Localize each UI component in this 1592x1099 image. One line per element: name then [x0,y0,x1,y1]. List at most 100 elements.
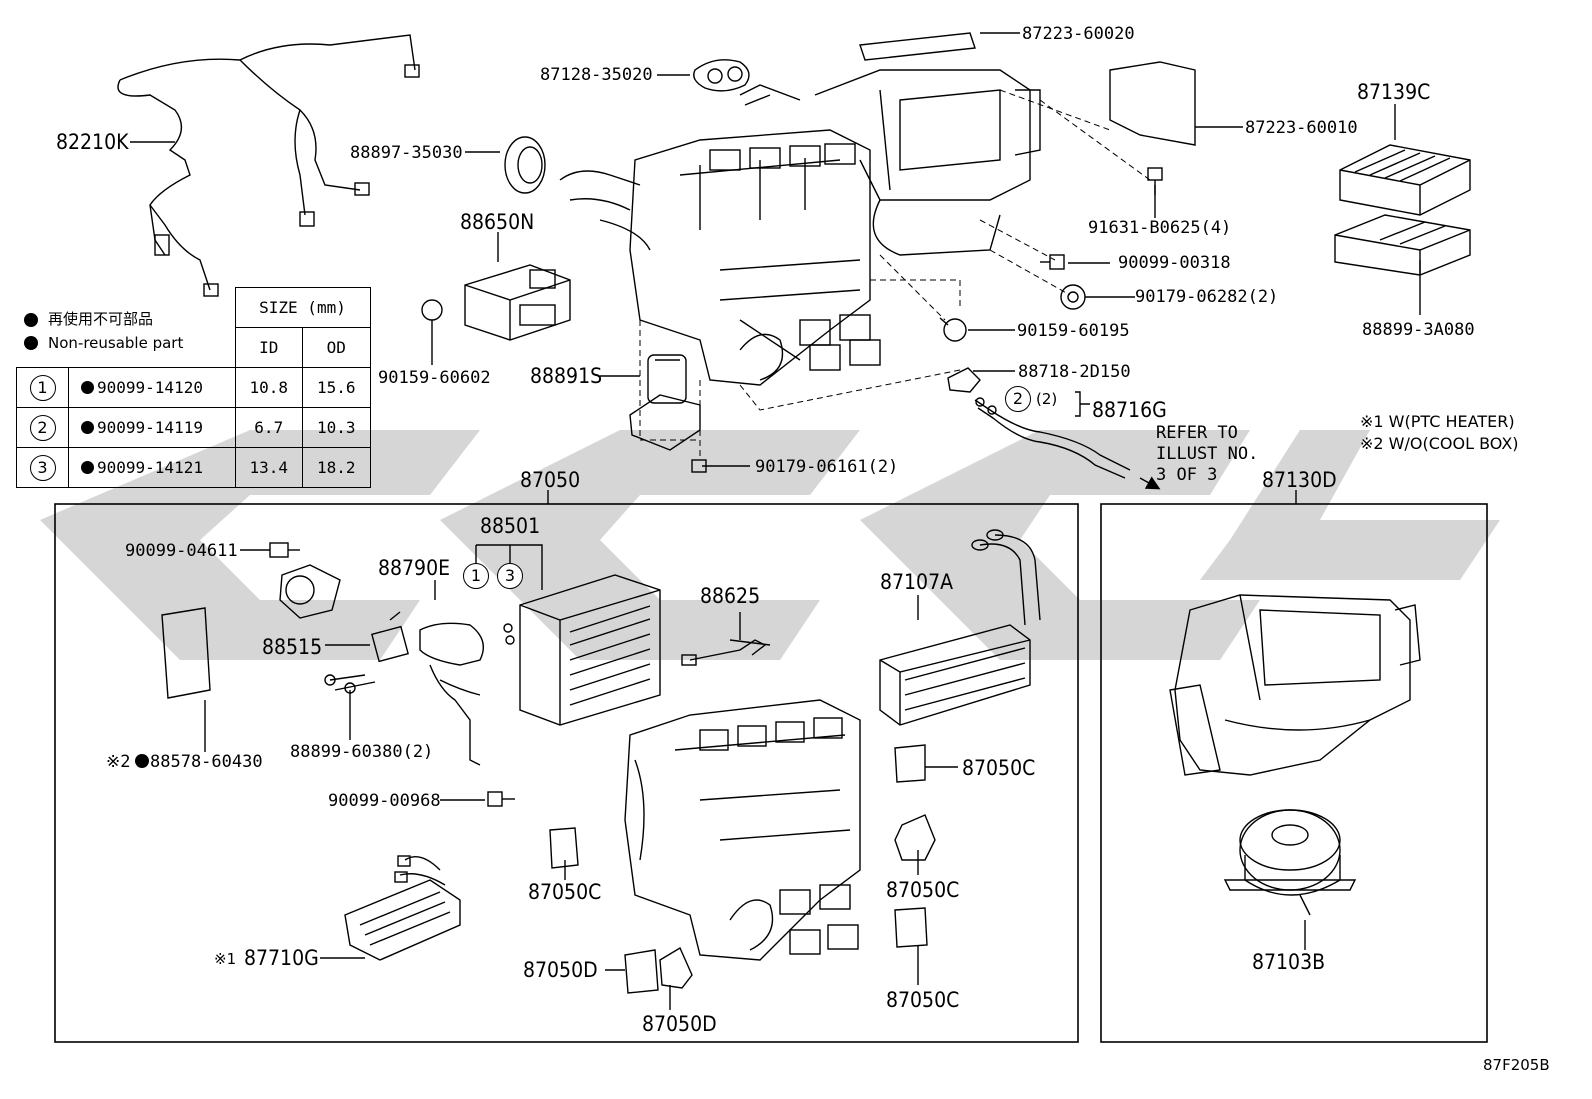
table-od: 18.2 [302,447,371,488]
nut-90179-06282 [1060,284,1086,310]
refer-line-2[interactable]: ILLUST NO. [1156,444,1259,464]
table-part[interactable]: 90099-14119 [97,418,203,437]
label-88790E[interactable]: 88790E [378,556,451,580]
grommet-87128 [693,59,750,92]
label-90099-04611[interactable]: 90099-04611 [125,541,238,561]
label-88891S[interactable]: 88891S [530,364,603,388]
label-88501[interactable]: 88501 [480,514,541,538]
table-id: 13.4 [234,447,303,488]
filter-88578-60430 [161,607,211,699]
bolt-90099-00318 [1040,254,1065,270]
col-id: ID [234,327,303,368]
circle-marker-1: 1 [29,374,56,401]
non-reusable-bullet-88578 [135,754,149,768]
damper-servo-87050C-right-top [894,744,926,783]
label-88650N[interactable]: 88650N [460,210,535,234]
damper-servo-87050D-a [624,949,659,994]
legend-bullet-1 [24,313,38,327]
label-87050[interactable]: 87050 [520,468,581,492]
non-reusable-bullet [81,421,94,434]
label-87050C-right-mid[interactable]: 87050C [886,878,960,902]
table-part[interactable]: 90099-14121 [97,458,203,477]
label-87710G[interactable]: 87710G [244,946,319,970]
actuator-88891S [629,354,701,451]
ref-mark-2: ※2 [106,752,131,772]
label-88515[interactable]: 88515 [262,635,323,659]
label-88578-60430[interactable]: 88578-60430 [150,752,263,772]
table-id: 10.8 [234,367,303,408]
label-88897-35030[interactable]: 88897-35030 [350,143,463,163]
bolt-90159-60195 [939,317,967,342]
table-part[interactable]: 90099-14120 [97,378,203,397]
o-rings [503,623,515,645]
circle-marker-3: 3 [29,454,56,481]
circle-marker-1-box: 1 [463,563,489,589]
label-87128-35020[interactable]: 87128-35020 [540,65,653,85]
label-87050C-right-top[interactable]: 87050C [962,756,1036,780]
wire-harness-82210K [117,34,420,297]
bolt-90159-60602 [421,299,443,330]
valve-88718 [947,367,981,393]
qty-2-top: (2) [1036,390,1058,408]
table-od: 15.6 [302,367,371,408]
amplifier-88650N [464,264,571,341]
circle-marker-3-box: 3 [497,563,523,589]
damper-servo-87050D-b [659,946,693,989]
heater-core-87107A [879,529,1041,726]
refer-line-3[interactable]: 3 OF 3 [1156,465,1218,485]
label-90159-60602[interactable]: 90159-60602 [378,368,491,388]
bolt-90099-00968 [487,791,515,807]
figure-code: 87F205B [1483,1056,1550,1074]
damper-servo-87050C-left [549,827,579,869]
label-88718-2D150[interactable]: 88718-2D150 [1018,362,1131,382]
sensor-88625 [681,639,771,666]
label-90099-00318[interactable]: 90099-00318 [1118,253,1231,273]
legend-english: Non-reusable part [48,334,184,352]
size-table: SIZE (mm) ID OD 1 90099-14120 10.8 15.6 … [16,287,371,488]
label-87139C[interactable]: 87139C [1357,80,1431,104]
screw-91631 [1147,167,1163,195]
seal-87223-60020 [859,32,976,61]
label-88625[interactable]: 88625 [700,584,761,608]
table-row: 1 90099-14120 10.8 15.6 [16,367,371,408]
label-87050D-b[interactable]: 87050D [642,1012,717,1036]
label-90099-00968[interactable]: 90099-00968 [328,791,441,811]
label-87050C-left[interactable]: 87050C [528,880,602,904]
box-87130D [1100,503,1488,1043]
label-90179-06282[interactable]: 90179-06282(2) [1135,287,1279,307]
label-88716G[interactable]: 88716G [1092,398,1167,422]
label-87050C-right-bot[interactable]: 87050C [886,988,960,1012]
ref-mark-1: ※1 [214,950,237,968]
note-1: ※1 W(PTC HEATER) [1360,412,1515,431]
legend-japanese: 再使用不可部品 [48,310,154,328]
label-88899-3A080[interactable]: 88899-3A080 [1362,320,1475,340]
label-91631-B0625[interactable]: 91631-B0625(4) [1088,218,1232,238]
label-82210K[interactable]: 82210K [56,130,129,154]
table-id: 6.7 [234,407,303,448]
label-87130D[interactable]: 87130D [1262,468,1337,492]
filter-87139C [1339,144,1471,216]
damper-servo-87050C-right-bot [894,907,928,948]
label-87223-60020[interactable]: 87223-60020 [1022,24,1135,44]
circle-marker-2: 2 [29,414,56,441]
expansion-valve-88790E [419,622,484,766]
non-reusable-bullet [81,381,94,394]
seal-88897 [504,136,546,194]
label-87107A[interactable]: 87107A [880,570,954,594]
label-90159-60195[interactable]: 90159-60195 [1017,321,1130,341]
ptc-heater-87710G [344,855,461,961]
label-90179-06161[interactable]: 90179-06161(2) [755,457,899,477]
label-88899-60380[interactable]: 88899-60380(2) [290,742,434,762]
label-87103B[interactable]: 87103B [1252,950,1326,974]
non-reusable-bullet [81,461,94,474]
label-87050D-a[interactable]: 87050D [523,958,598,982]
pad-87223-60010 [1109,61,1196,146]
refer-line-1[interactable]: REFER TO [1156,423,1238,443]
sensor-88515 [371,611,409,663]
label-87223-60010[interactable]: 87223-60010 [1245,118,1358,138]
circle-marker-2-top: 2 [1005,386,1031,412]
evaporator-88501 [519,574,661,726]
size-header: SIZE (mm) [234,287,371,328]
servo-unit [279,564,341,619]
